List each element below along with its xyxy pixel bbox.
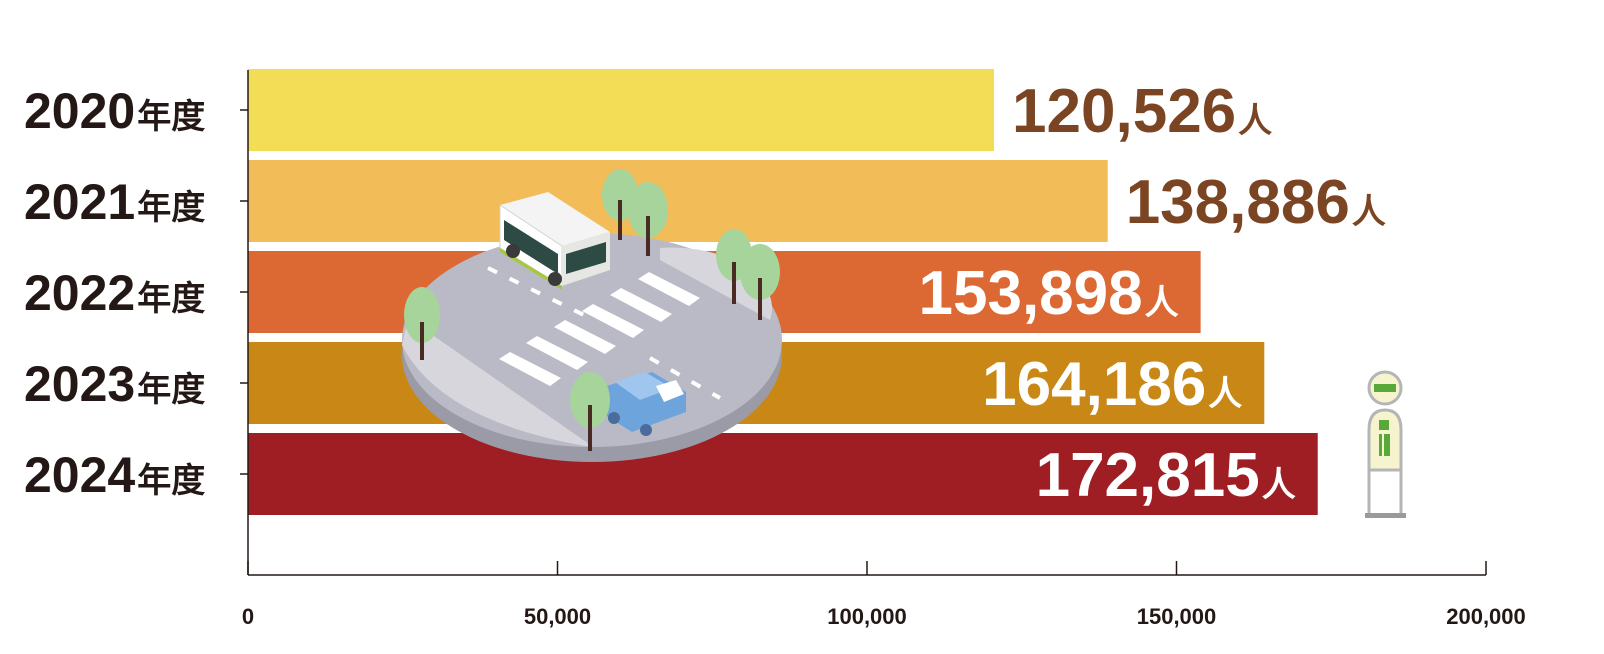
x-tick-label: 150,000 [1137,604,1217,629]
bar-2020年度 [248,69,995,151]
x-tick-label: 0 [242,604,254,629]
x-tick-label: 50,000 [524,604,591,629]
data-label: 120,526人 [1012,77,1272,146]
data-label: 138,886人 [1126,168,1386,237]
value-labels: 120,526人 138,886人 153,898人 164,186人 172,815人 [919,77,1386,510]
bar-2024年度 [248,433,1318,515]
data-label: 172,815人 [1036,441,1296,510]
category-label: 2023年度 [24,356,205,412]
car-icon [600,372,686,436]
tree-icon [404,169,780,451]
category-label: 2021年度 [24,174,205,230]
category-label: 2022年度 [24,265,205,321]
category-label: 2024年度 [24,447,205,503]
axes: 2020年度 2021年度 2022年度 2023年度 2024年度 0 50,000 100… [24,70,1526,629]
x-tick-label: 100,000 [827,604,907,629]
data-label: 153,898人 [919,259,1179,328]
category-label: 2020年度 [24,83,205,139]
data-label: 164,186人 [982,350,1242,419]
bus-stop-icon [1365,370,1406,518]
bus-icon [499,192,610,290]
bar-2021年度 [248,160,1108,242]
x-tick-label: 200,000 [1446,604,1526,629]
crosswalk-road-icon [402,233,782,462]
